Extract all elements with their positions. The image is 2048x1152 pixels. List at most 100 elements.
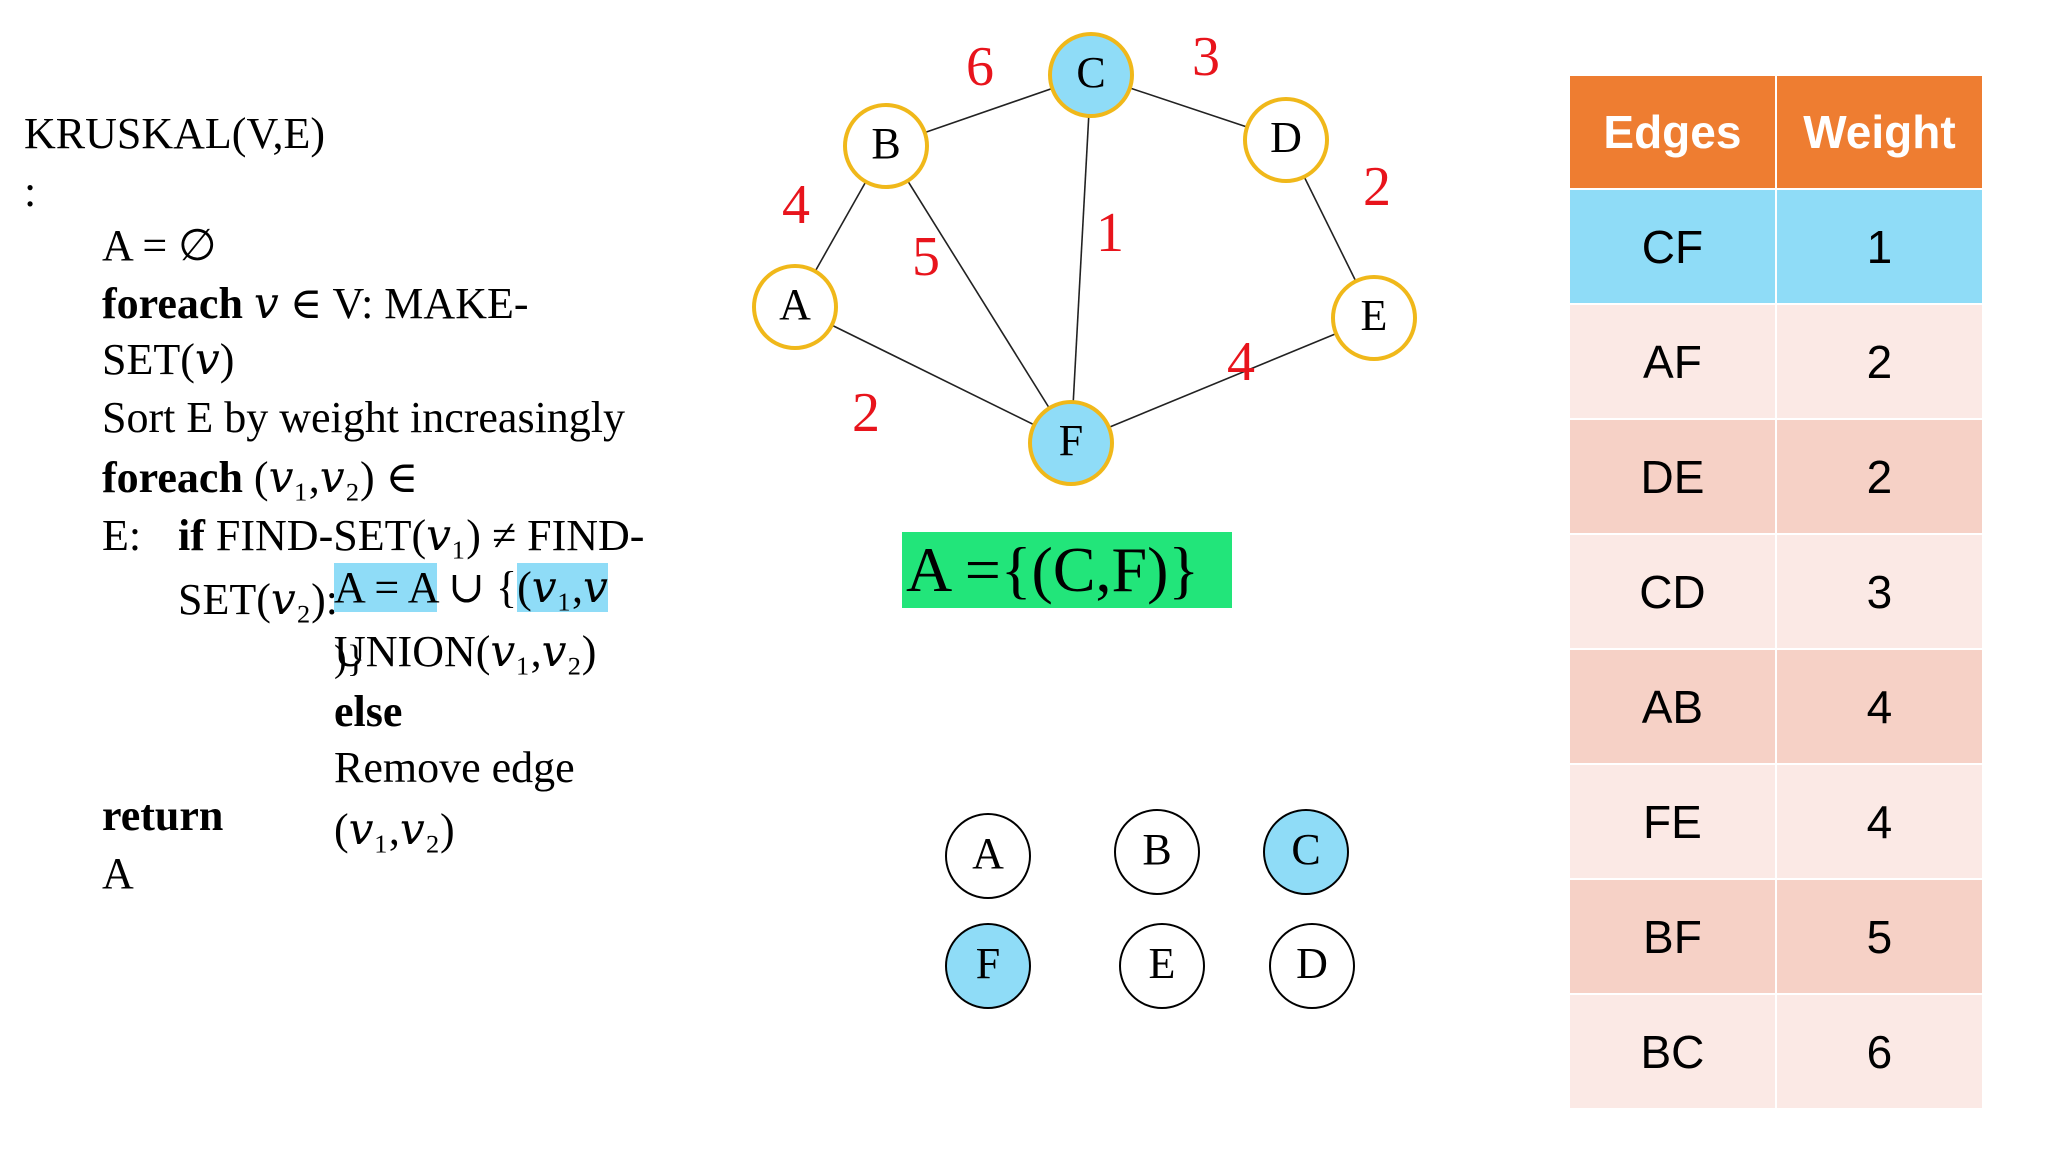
- line-remove-pair: (𝑣₁,𝑣₂): [334, 805, 455, 854]
- cell-edge: BC: [1568, 993, 1777, 1110]
- node-circle: [843, 103, 929, 189]
- edge-weight-label: 4: [1227, 331, 1255, 393]
- set-label: D: [1296, 939, 1328, 988]
- cell-weight: 4: [1774, 648, 1985, 765]
- keyword-foreach: foreach: [102, 279, 243, 328]
- foreach-edge-text: (𝑣₁,𝑣₂) ∈: [242, 453, 419, 502]
- edge-weight-label: 2: [1363, 156, 1391, 218]
- return-value: A: [102, 849, 134, 898]
- set-label: C: [1291, 825, 1320, 874]
- set-circle: [945, 813, 1031, 899]
- cell-edge: CF: [1568, 188, 1777, 305]
- set-circle: [945, 923, 1031, 1009]
- cell-edge: CD: [1568, 533, 1777, 650]
- disjoint-sets: A B C F E D: [945, 809, 1355, 1009]
- line-make-set-cont: SET(𝑣): [102, 335, 235, 384]
- cell-edge: BF: [1568, 878, 1777, 995]
- cell-weight: 6: [1774, 993, 1985, 1110]
- cell-edge: AF: [1568, 303, 1777, 420]
- set-label: B: [1142, 825, 1171, 874]
- keyword-foreach-2: foreach: [102, 453, 243, 502]
- cell-weight: 2: [1774, 418, 1985, 535]
- line-sort: Sort E by weight increasingly: [102, 393, 626, 442]
- set-circle: [1119, 923, 1205, 1009]
- node-label: C: [1076, 48, 1105, 97]
- pair-highlight: (𝑣₁,𝑣: [517, 563, 608, 612]
- edge-fe: [1070, 317, 1375, 444]
- node-label: D: [1270, 113, 1302, 162]
- node-circle: [1048, 32, 1134, 118]
- node-label: F: [1059, 416, 1083, 465]
- line-foreach-edge: foreach (𝑣₁,𝑣₂) ∈: [102, 456, 418, 500]
- table-header-row: Edges Weight: [1568, 74, 1985, 190]
- node-circle: [752, 264, 838, 350]
- header-weight: Weight: [1774, 74, 1985, 190]
- assign-highlight: A = A: [334, 563, 438, 612]
- set-c: C: [1263, 809, 1349, 895]
- line-e-colon: E:: [102, 511, 142, 560]
- node-circle: [1028, 400, 1114, 486]
- set-label: E: [1149, 939, 1176, 988]
- node-label: A: [779, 280, 811, 329]
- edge-weight-label: 3: [1192, 26, 1220, 88]
- cell-weight: 4: [1774, 763, 1985, 880]
- cell-edge: FE: [1568, 763, 1777, 880]
- node-circle: [1331, 275, 1417, 361]
- line-if: if FIND-SET(𝑣₁) ≠ FIND-: [178, 514, 644, 558]
- set-label: F: [976, 939, 1000, 988]
- node-label: B: [871, 119, 900, 168]
- cell-edge: AB: [1568, 648, 1777, 765]
- line-init: A = ∅: [102, 221, 217, 270]
- edge-weight-label: 4: [782, 174, 810, 236]
- keyword-return: return: [102, 791, 224, 840]
- cell-weight: 1: [1774, 188, 1985, 305]
- if-condition: FIND-SET(𝑣₁) ≠ FIND-: [204, 511, 645, 560]
- node-e[interactable]: E: [1331, 275, 1417, 361]
- header-edges: Edges: [1568, 74, 1777, 190]
- line-union: UNION(𝑣₁,𝑣₂): [334, 627, 597, 676]
- set-circle: [1269, 923, 1355, 1009]
- line-remove-edge: Remove edge: [334, 743, 575, 792]
- set-e: E: [1119, 923, 1205, 1009]
- node-b[interactable]: B: [843, 103, 929, 189]
- keyword-if: if: [178, 511, 205, 560]
- edge-weight-label: 1: [1096, 202, 1124, 264]
- mst-set-label: A ={(C,F)}: [902, 532, 1232, 608]
- edge-weight-label: 2: [852, 382, 880, 444]
- set-d: D: [1269, 923, 1355, 1009]
- edge-weight-label: 5: [912, 226, 940, 288]
- node-a[interactable]: A: [752, 264, 838, 350]
- node-label: E: [1361, 291, 1388, 340]
- cell-weight: 5: [1774, 878, 1985, 995]
- line-closing: )}: [334, 638, 365, 680]
- set-a: A: [945, 813, 1031, 899]
- node-c[interactable]: C: [1048, 32, 1134, 118]
- line-set-v2: SET(𝑣₂):: [178, 575, 338, 624]
- graph-nodes: A B C D E F: [752, 32, 1417, 486]
- node-d[interactable]: D: [1243, 97, 1329, 183]
- make-set-text: 𝑣 ∈ V: MAKE-: [242, 279, 529, 328]
- set-circle: [1114, 809, 1200, 895]
- line-assign: A = A ∪ {(𝑣₁,𝑣: [334, 563, 608, 612]
- node-circle: [1243, 97, 1329, 183]
- set-f: F: [945, 923, 1031, 1009]
- keyword-else: else: [334, 687, 403, 736]
- cell-edge: DE: [1568, 418, 1777, 535]
- node-f[interactable]: F: [1028, 400, 1114, 486]
- edge-bf: [885, 145, 1072, 444]
- algorithm-title: KRUSKAL(V,E): [24, 109, 326, 158]
- union-symbol: ∪ {: [437, 563, 518, 612]
- cell-weight: 2: [1774, 303, 1985, 420]
- set-circle: [1263, 809, 1349, 895]
